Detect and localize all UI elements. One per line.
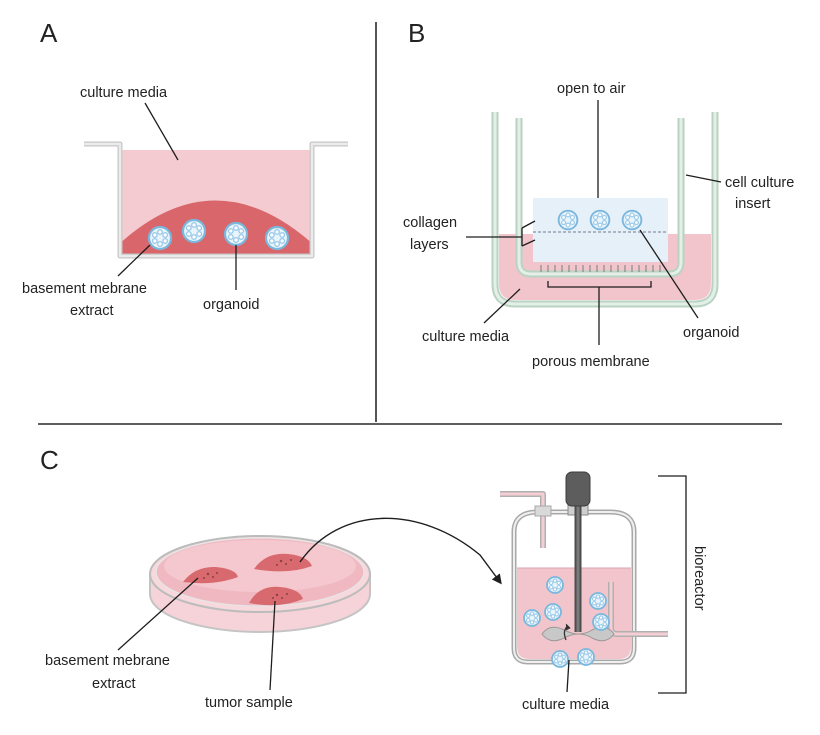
label-organoid-b: organoid xyxy=(683,325,739,341)
collagen-bracket xyxy=(466,228,523,246)
panel-a: A culture media basement mebrane extract… xyxy=(22,18,348,319)
label-culture-media-b: culture media xyxy=(422,329,510,345)
label-culture-media-c: culture media xyxy=(522,697,610,713)
label-culture-media-a: culture media xyxy=(80,85,168,101)
panel-a-letter: A xyxy=(40,18,58,48)
leader-bme-c xyxy=(117,577,199,651)
label-insert-1: cell culture xyxy=(725,175,794,191)
label-open-to-air: open to air xyxy=(557,81,626,97)
petri-dish xyxy=(149,535,371,633)
organoid-icon xyxy=(557,209,643,231)
leader-culture-media-a xyxy=(144,102,179,161)
leader-bme-a xyxy=(117,244,151,277)
label-porous-membrane: porous membrane xyxy=(532,354,650,370)
leader-tumor-sample xyxy=(269,600,276,691)
label-collagen-2: layers xyxy=(410,237,449,253)
label-insert-2: insert xyxy=(735,196,770,212)
panel-b-letter: B xyxy=(408,18,425,48)
label-collagen-1: collagen xyxy=(403,215,457,231)
well-dish xyxy=(84,141,348,259)
label-bme-a-1: basement mebrane xyxy=(22,281,147,297)
panel-b: B open to air xyxy=(403,18,794,370)
porous-membrane xyxy=(540,265,661,272)
bioreactor-vessel xyxy=(511,509,637,665)
leader-culture-media-c xyxy=(566,659,570,693)
label-bioreactor: bioreactor xyxy=(691,546,707,611)
leader-insert xyxy=(685,174,722,183)
label-organoid-a: organoid xyxy=(203,297,259,313)
panel-c-letter: C xyxy=(40,445,59,475)
label-bme-c-1: basement mebrane xyxy=(45,653,170,669)
curved-arrow-icon xyxy=(299,517,502,585)
label-tumor-sample: tumor sample xyxy=(205,695,293,711)
panel-c: C xyxy=(40,445,707,713)
leader-organoid-b xyxy=(639,229,699,319)
membrane-bracket xyxy=(547,281,652,345)
label-bme-c-2: extract xyxy=(92,676,136,692)
stirrer-icon xyxy=(541,471,615,642)
leader-culture-media-b xyxy=(483,288,521,324)
bioreactor-bracket xyxy=(658,475,687,694)
label-bme-a-2: extract xyxy=(70,303,114,319)
